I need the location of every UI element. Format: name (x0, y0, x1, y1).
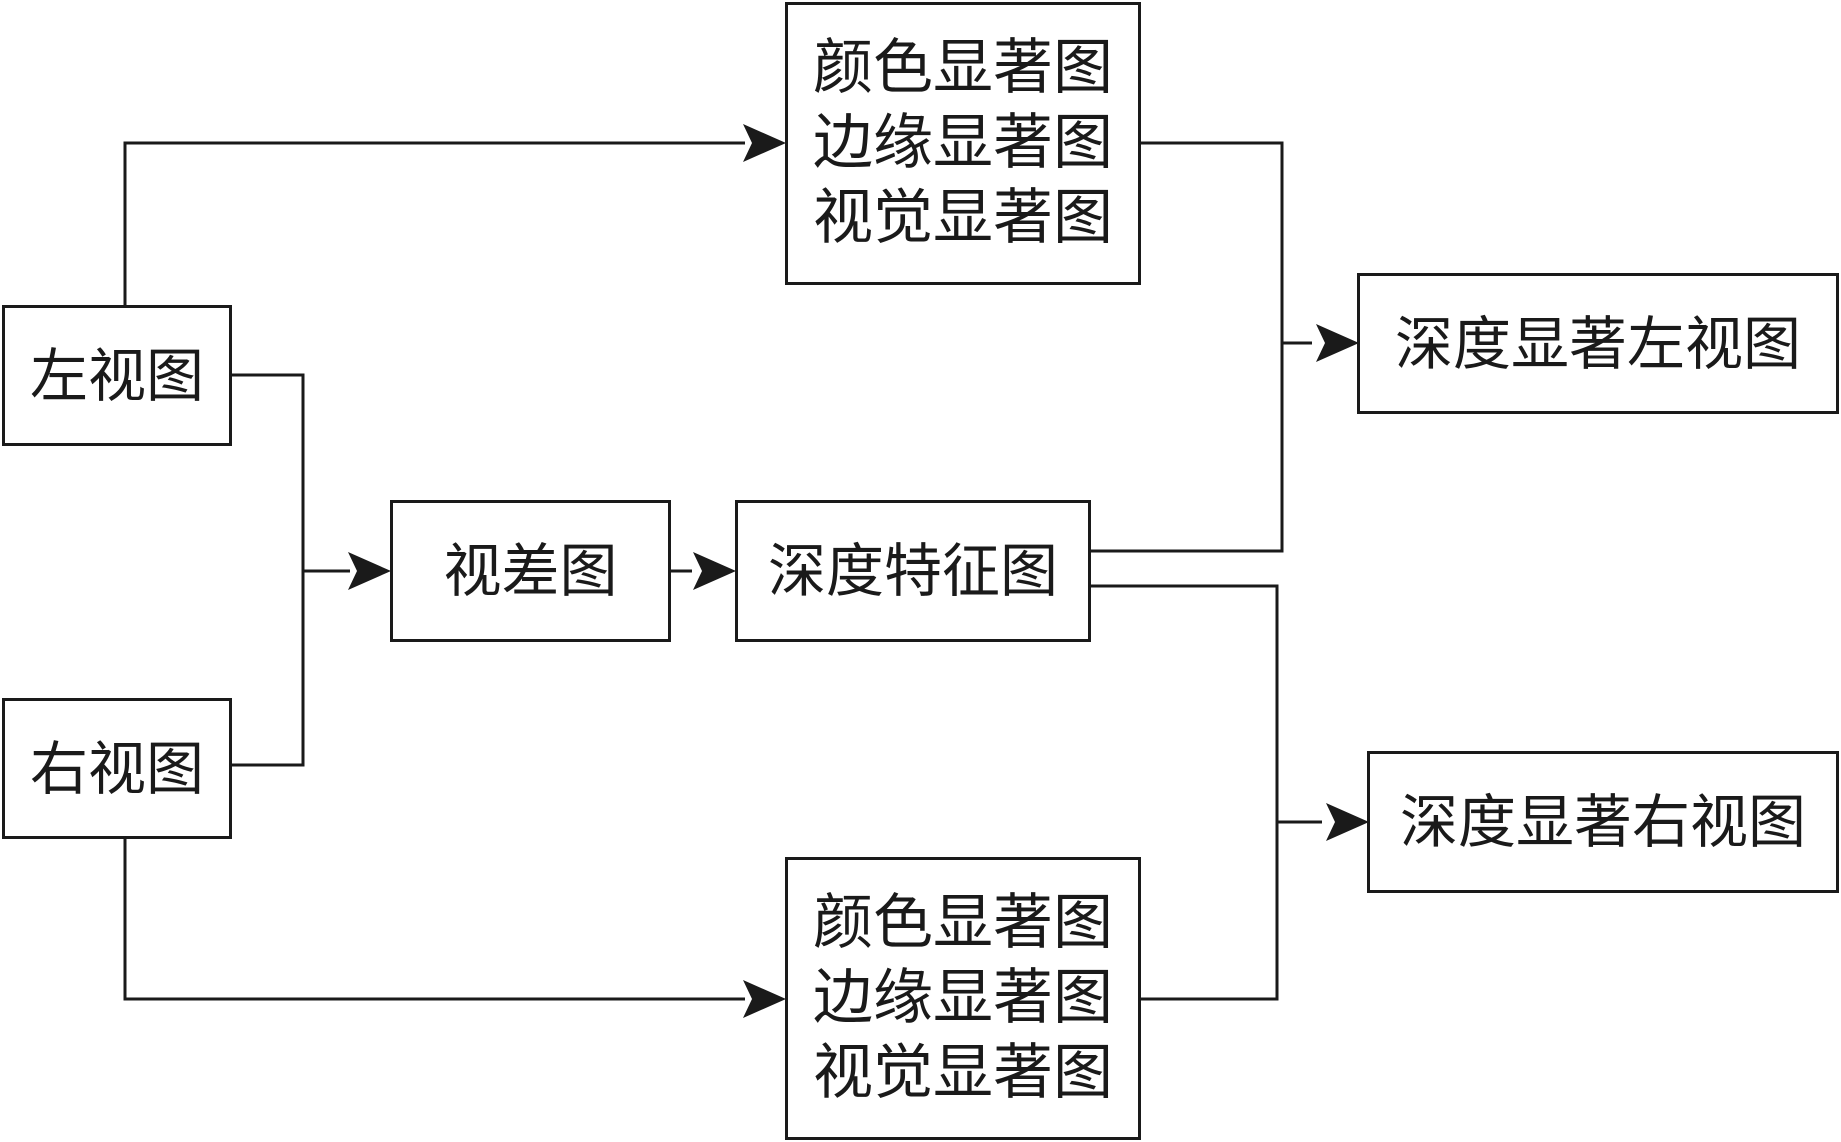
disparity-label: 视差图 (443, 537, 618, 605)
arrowhead-depth-saliency-right (1326, 803, 1369, 841)
depth-feature-node: 深度特征图 (735, 500, 1091, 642)
depth-saliency-right-label: 深度显著右视图 (1399, 788, 1806, 856)
arrowhead-depth-feature (693, 552, 736, 590)
top-edge-saliency-label: 边缘显著图 (813, 108, 1113, 178)
left-view-node: 左视图 (2, 305, 232, 446)
top-visual-saliency-label: 视觉显著图 (813, 183, 1113, 253)
connector-right-view-to-merge (230, 571, 305, 767)
bottom-edge-saliency-label: 边缘显著图 (813, 963, 1113, 1033)
arrowhead-top-saliency (743, 124, 786, 162)
connector-top-saliency-to-upper-merge (1140, 141, 1284, 343)
depth-saliency-left-label: 深度显著左视图 (1394, 309, 1801, 378)
top-color-saliency-label: 颜色显著图 (813, 33, 1113, 103)
top-saliency-set-node: 颜色显著图 边缘显著图 视觉显著图 (785, 2, 1141, 285)
depth-saliency-right-node: 深度显著右视图 (1367, 751, 1839, 893)
bottom-saliency-set-node: 颜色显著图 边缘显著图 视觉显著图 (785, 857, 1141, 1140)
connector-bottom-saliency-to-lower-merge (1140, 822, 1279, 1001)
arrowhead-bottom-saliency (743, 980, 786, 1018)
connector-depth-feature-to-lower-merge (1090, 584, 1279, 822)
left-view-label: 左视图 (29, 341, 204, 410)
bottom-color-saliency-label: 颜色显著图 (813, 888, 1113, 958)
right-view-node: 右视图 (2, 698, 232, 839)
connector-left-view-to-top-saliency (123, 141, 745, 305)
depth-feature-label: 深度特征图 (767, 537, 1058, 605)
depth-saliency-left-node: 深度显著左视图 (1357, 273, 1839, 414)
right-view-label: 右视图 (29, 734, 204, 803)
connector-depth-feature-to-upper-merge (1090, 343, 1284, 553)
arrowhead-disparity (348, 552, 391, 590)
disparity-node: 视差图 (390, 500, 671, 642)
bottom-visual-saliency-label: 视觉显著图 (813, 1038, 1113, 1108)
arrowhead-depth-saliency-left (1316, 324, 1359, 362)
connector-right-view-to-bottom-saliency (123, 839, 745, 1001)
connector-left-view-to-merge (230, 373, 305, 571)
